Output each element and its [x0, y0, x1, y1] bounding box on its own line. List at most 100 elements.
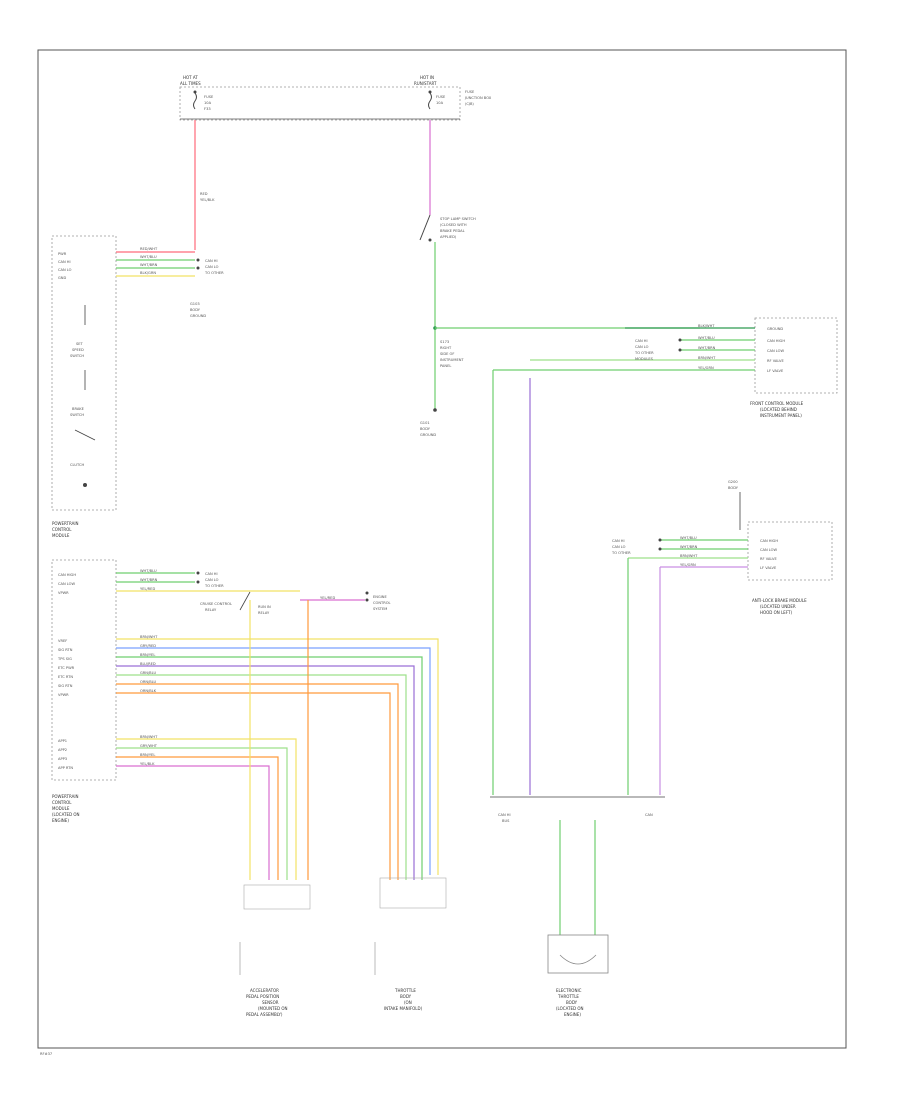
pcm-wcan-2: YEL/RED [140, 587, 155, 591]
pcm-mid-line-0 [116, 638, 439, 875]
abs-w-1: WHT/BRN [680, 545, 698, 549]
pcm-low-line-2 [116, 756, 279, 880]
pcm-wlow-2: BRN/YEL [140, 753, 155, 757]
relay-right-l2: SYSTEM [373, 607, 387, 611]
pcm-low-line-1 [116, 747, 288, 880]
pcm-title-1: CONTROL [52, 800, 72, 805]
br-box [547, 934, 609, 974]
pcm-mid-6: VPWR [58, 693, 69, 697]
bottom-left-connector [239, 884, 311, 975]
center-splice-l3: SIDE OF [440, 352, 454, 356]
lm-clutch-dot [83, 483, 87, 487]
lm-pin-2: CAN LO [58, 268, 72, 272]
fuse-top-left: HOT AT ALL TIMES FUSE 10A F33 [180, 75, 214, 111]
lm-pin-0: PWR [58, 252, 67, 256]
bottom-mid-connector [374, 877, 447, 975]
abs-bus-2: TO OTHER [611, 551, 631, 555]
fuse-tl-element [193, 92, 197, 110]
splice-left-wire: RED [200, 192, 208, 196]
pcm-mid-1: SIG RTN [58, 648, 73, 652]
fuse-top-right: HOT IN RUN/START FUSE 10A FUSE JUNCTION … [414, 75, 492, 106]
bl-title-2: SENSOR [262, 1000, 279, 1005]
pcm-mid-line-2 [116, 656, 423, 880]
pcm-wmid-5: ORN/BLU [140, 680, 157, 684]
bl-title-0: ACCELERATOR [250, 988, 279, 993]
pcm-can-2: VPWR [58, 591, 69, 595]
abs-top-0: G200 [728, 480, 738, 484]
abs-w-2: BRN/WHT [680, 554, 698, 558]
pcm-mid-3: ETC PWR [58, 666, 75, 670]
lm-wire-2: WHT/BRN [140, 263, 158, 267]
pcm-title-3: (LOCATED ON [52, 812, 79, 817]
lm-sw-0: SET [76, 342, 84, 346]
bm-title-2: (ON [404, 1000, 412, 1005]
pcm-low-line-3 [116, 765, 270, 880]
br-title-2: BODY [566, 1000, 578, 1005]
left-module-pins: PWR CAN HI CAN LO GND [58, 252, 72, 280]
fuse-tl-amps: 10A [204, 101, 212, 105]
cruise-relay: CRUISE CONTROL RELAY RUN IN RELAY YEL/RE… [200, 591, 391, 615]
lm-bus-1: CAN LO [205, 265, 219, 269]
lm-title-1: CONTROL [52, 527, 72, 532]
pcm-wmid-6: ORN/BLK [140, 689, 157, 693]
abs-title-1: (LOCATED UNDER [760, 604, 796, 609]
fuse-tr-fuse: FUSE [436, 95, 446, 99]
abs-p-3: LF VALVE [760, 566, 777, 570]
pcm-mid-line-5 [116, 683, 399, 880]
brake-switch-l4: APPLIED) [440, 235, 457, 239]
lm-bus-2: TO OTHER [204, 271, 224, 275]
abs-bus-dot-1 [658, 538, 662, 542]
pcm-low-line-0 [116, 738, 297, 880]
ground-g101-l3: GROUND [420, 433, 436, 437]
abs-p-1: CAN LOW [760, 548, 778, 552]
fuse-tl-subtitle: ALL TIMES [180, 81, 201, 86]
lm-ground-1: BODY [190, 308, 201, 312]
fcm-w-4: YEL/GRN [698, 366, 714, 370]
pcm-low-0: APP1 [58, 739, 67, 743]
lm-ground-0: G103 [190, 302, 200, 306]
pcm-low-3: APP RTN [58, 766, 73, 770]
abs-title-0: ANTI-LOCK BRAKE MODULE [752, 598, 807, 603]
pcm-wlow-1: GRY/WHT [140, 744, 158, 748]
fcm-p-1: CAN HIGH [767, 339, 785, 343]
pcm-title-2: MODULE [52, 806, 70, 811]
abs-w-0: WHT/BLU [680, 536, 697, 540]
lm-wire-0: RED/WHT [140, 247, 158, 251]
brake-switch: STOP LAMP SWITCH (CLOSED WITH BRAKE PEDA… [419, 214, 476, 242]
relay-l1: RELAY [205, 608, 217, 612]
pcm-mid-2: TPS SIG [57, 657, 72, 661]
abs-p-0: CAN HIGH [760, 539, 778, 543]
br-motor-arc [559, 954, 597, 965]
fuse-tr-box: FUSE [465, 90, 475, 94]
pcm-bus-dot-1 [196, 571, 200, 575]
fuse-tr-box-2: JUNCTION BOX [464, 96, 492, 100]
junction-right-0: CAN [645, 813, 653, 817]
lm-pin-3: GND [58, 276, 66, 280]
fuse-tl-title: HOT AT [183, 75, 198, 80]
diagram-frame [37, 49, 847, 1049]
pcm-low-1: APP2 [58, 748, 67, 752]
fcm-p-0: GROUND [767, 327, 783, 331]
bm-connector-box [379, 877, 447, 909]
bl-connector-box [243, 884, 311, 910]
pcm-bus-1: CAN LO [205, 578, 219, 582]
fcm-p-4: LF VALVE [767, 369, 784, 373]
bl-title-3: (MOUNTED ON [258, 1006, 288, 1011]
center-splice-l5: PANEL [440, 364, 451, 368]
fuse-tl-label: F33 [204, 107, 211, 111]
pcm-mid-5: SIG RTN [58, 684, 73, 688]
pcm-wlow-0: BRN/WHT [140, 735, 158, 739]
fcm-box [754, 317, 838, 394]
lm-bus-dot-1 [196, 258, 200, 262]
lm-wire-1: WHT/BLU [140, 255, 157, 259]
fcm-title-0: FRONT CONTROL MODULE [750, 401, 804, 406]
bm-title-1: BODY [400, 994, 412, 999]
fuse-tr-amps: 10A [436, 101, 444, 105]
lm-wire-3: BLK/GRN [140, 271, 156, 275]
pcm-title-4: ENGINE) [52, 818, 69, 823]
splice-left-color: YEL/BLK [200, 198, 215, 202]
relay-wire: YEL/RED [320, 596, 335, 600]
fcm-bus-dot-2 [678, 348, 682, 352]
ground-g101-l1: G101 [420, 421, 430, 425]
lm-ground-2: GROUND [190, 314, 206, 318]
